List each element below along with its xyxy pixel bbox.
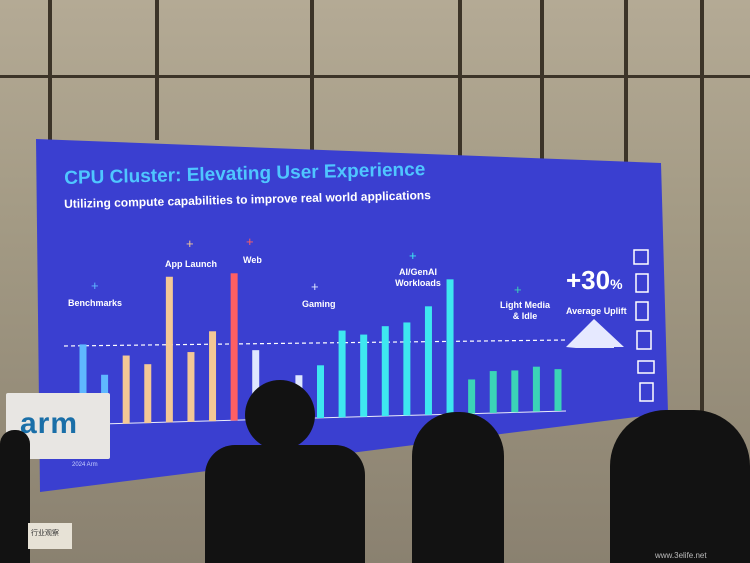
media-icon (637, 360, 655, 374)
bar (252, 350, 260, 420)
bar (144, 364, 152, 424)
bar (122, 355, 130, 424)
bar (360, 334, 368, 417)
wall-panel-line (0, 75, 750, 78)
wall-panel-line (458, 0, 462, 160)
watermark: www.3elife.net (655, 551, 707, 560)
phone-icon (635, 301, 649, 321)
bar (424, 306, 432, 415)
wall-panel-line (700, 0, 704, 420)
bar (338, 330, 346, 418)
audience-head (245, 380, 315, 450)
bar (511, 370, 519, 413)
wall-panel-line (155, 0, 159, 140)
phone-icon (635, 273, 649, 293)
audience-person (412, 412, 504, 563)
uplift-value: +30% (566, 265, 623, 295)
plus-icon: + (311, 279, 319, 294)
uplift-label: Average Uplift (566, 306, 627, 316)
category-benchmarks: Benchmarks (68, 298, 123, 308)
audience-person (610, 410, 750, 563)
bar-series (79, 273, 562, 425)
category-light-media-idle: Light Media & Idle (500, 300, 550, 321)
bar (489, 371, 497, 413)
bar (532, 366, 540, 412)
wall-panel-line (310, 0, 314, 160)
plus-icon: + (514, 282, 522, 297)
uplift-arrow-icon (566, 319, 624, 348)
category-app-launch: App Launch (165, 259, 217, 269)
plus-icon: + (91, 278, 99, 293)
audience-person (0, 430, 30, 563)
video-icon (636, 330, 652, 350)
bar (317, 365, 324, 418)
plus-icon: + (409, 248, 417, 263)
audience-person (205, 445, 365, 563)
bar (230, 273, 238, 421)
plus-icon: + (246, 234, 254, 249)
category-ai-genai: AI/GenAI Workloads (395, 267, 441, 288)
podium-sign-text: 行业观察 (31, 530, 59, 537)
category-web: Web (243, 255, 262, 265)
phone-icon (633, 249, 649, 265)
bar (446, 279, 454, 415)
phone-icon (639, 382, 654, 402)
bar (554, 369, 562, 411)
podium-sign (28, 523, 72, 549)
bar (468, 379, 476, 414)
bar (187, 352, 195, 422)
arm-logo: arm (20, 407, 79, 440)
copyright-text: 2024 Arm (72, 462, 98, 468)
bar (165, 276, 173, 423)
wall-panel-line (540, 0, 544, 160)
bar (209, 331, 217, 422)
bar (403, 322, 411, 416)
bar (79, 344, 87, 425)
plus-icon: + (186, 236, 194, 251)
category-gaming: Gaming (302, 299, 336, 309)
bar (381, 326, 389, 417)
